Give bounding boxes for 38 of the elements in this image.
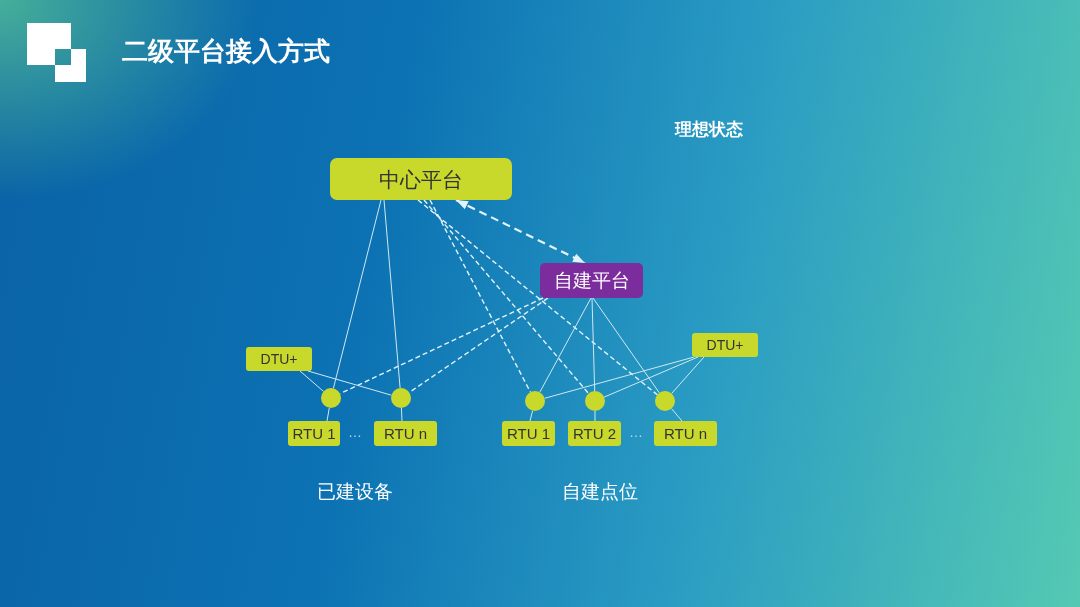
arrow (455, 199, 586, 264)
dashed-line (429, 199, 532, 393)
rtu-box: RTU n (654, 421, 717, 446)
rtu-box: RTU 1 (502, 421, 555, 446)
ellipsis-text: … (629, 425, 643, 439)
rtu-box: RTU 2 (568, 421, 621, 446)
node-dot (525, 391, 545, 411)
connector-line (326, 407, 330, 422)
node-dot (585, 391, 605, 411)
connector-line (299, 370, 324, 392)
rtu-box: RTU 1 (288, 421, 340, 446)
platform-box: 自建平台 (540, 263, 643, 298)
connector-line (592, 297, 660, 394)
node-dot (321, 388, 341, 408)
dtu-box: DTU+ (692, 333, 758, 357)
dashed-line (417, 199, 658, 396)
connector-line (594, 410, 596, 422)
ellipsis-text: … (348, 425, 362, 439)
connector-line (603, 356, 699, 398)
dashed-line (408, 297, 549, 394)
connector-line (671, 408, 683, 422)
connector-line (544, 356, 695, 399)
connector-line (307, 370, 392, 396)
caption-text: 理想状态 (675, 121, 743, 138)
connector-line (671, 356, 705, 394)
caption-text: 自建点位 (562, 482, 638, 501)
connector-line (529, 410, 534, 422)
rtu-box: RTU n (374, 421, 437, 446)
connector-line (539, 297, 592, 393)
dtu-box: DTU+ (246, 347, 312, 371)
platform-box: 中心平台 (330, 158, 512, 200)
connector-line (400, 407, 403, 422)
page-title: 二级平台接入方式 (122, 38, 330, 64)
node-dot (655, 391, 675, 411)
dashed-line (423, 199, 590, 395)
connector-line (591, 297, 596, 392)
caption-text: 已建设备 (317, 482, 393, 501)
node-dot (391, 388, 411, 408)
